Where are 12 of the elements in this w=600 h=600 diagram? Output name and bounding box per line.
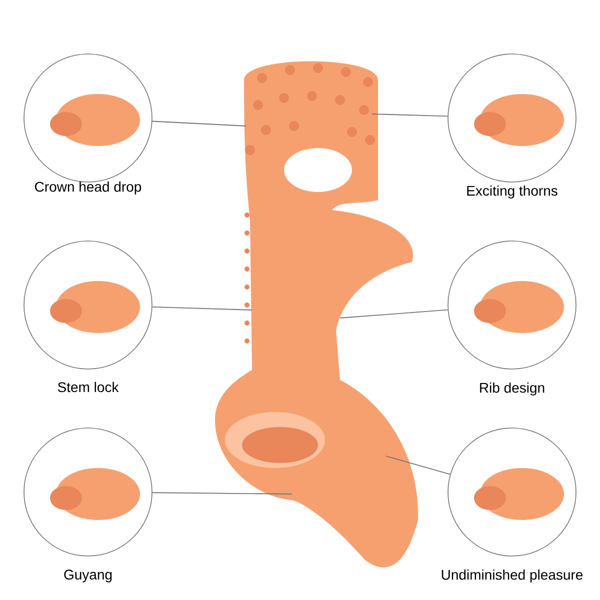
leader-line — [152, 492, 292, 494]
leader-line — [340, 309, 448, 318]
leader-line — [152, 120, 246, 126]
part-label: Crown head drop — [35, 181, 142, 195]
part-label: Guyang — [64, 570, 112, 582]
part-label: Undiminished pleasure — [442, 569, 583, 583]
part-label: Stem lock — [58, 382, 119, 392]
part-label: Exciting thorns — [467, 185, 558, 199]
part-label: Rib design — [480, 382, 544, 396]
leader-line — [152, 306, 252, 310]
leader-line — [386, 456, 451, 475]
leader-line — [372, 114, 448, 117]
